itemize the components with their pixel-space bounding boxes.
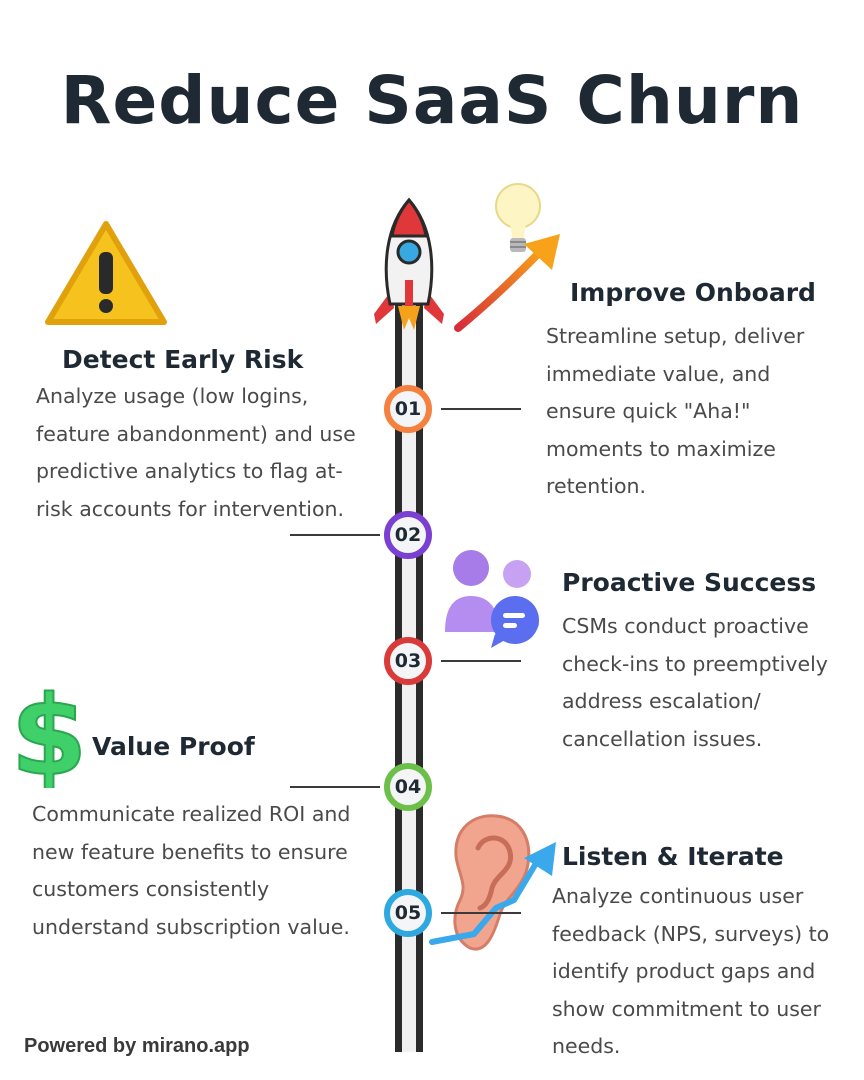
step-node-04: 04	[384, 763, 432, 811]
step-node-01: 01	[384, 385, 432, 433]
rocket-icon	[374, 197, 444, 330]
warning-icon	[45, 221, 167, 325]
team-chat-icon	[445, 550, 539, 648]
step-02-heading: Detect Early Risk	[62, 345, 304, 374]
step-node-03: 03	[384, 637, 432, 685]
step-04-heading: Value Proof	[92, 732, 255, 761]
step-01-description: Streamline setup, deliver immediate valu…	[546, 324, 805, 498]
trend-arrow-icon	[429, 842, 556, 945]
dollar-icon: $	[14, 676, 84, 788]
step-03-heading: Proactive Success	[562, 568, 817, 597]
step-node-05: 05	[384, 889, 432, 937]
connector-03	[441, 660, 521, 662]
step-node-02: 02	[384, 511, 432, 559]
step-05-heading: Listen & Iterate	[562, 842, 784, 871]
step-03-description: CSMs conduct proactive check-ins to pree…	[562, 614, 828, 751]
step-02-description: Analyze usage (low logins, feature aband…	[36, 384, 356, 521]
page-title: Reduce SaaS Churn	[60, 62, 804, 139]
connector-05	[441, 912, 521, 914]
step-01-heading: Improve Onboard	[570, 278, 816, 307]
growth-arrow-icon	[454, 234, 560, 332]
connector-04	[290, 786, 380, 788]
lightbulb-icon	[495, 183, 541, 252]
svg-text:$: $	[14, 676, 84, 788]
footer-credit[interactable]: Powered by mirano.app	[24, 1035, 250, 1057]
connector-01	[441, 408, 521, 410]
connector-02	[290, 534, 380, 536]
step-05-description: Analyze continuous user feedback (NPS, s…	[552, 884, 830, 1058]
step-04-description: Communicate realized ROI and new feature…	[32, 802, 351, 939]
